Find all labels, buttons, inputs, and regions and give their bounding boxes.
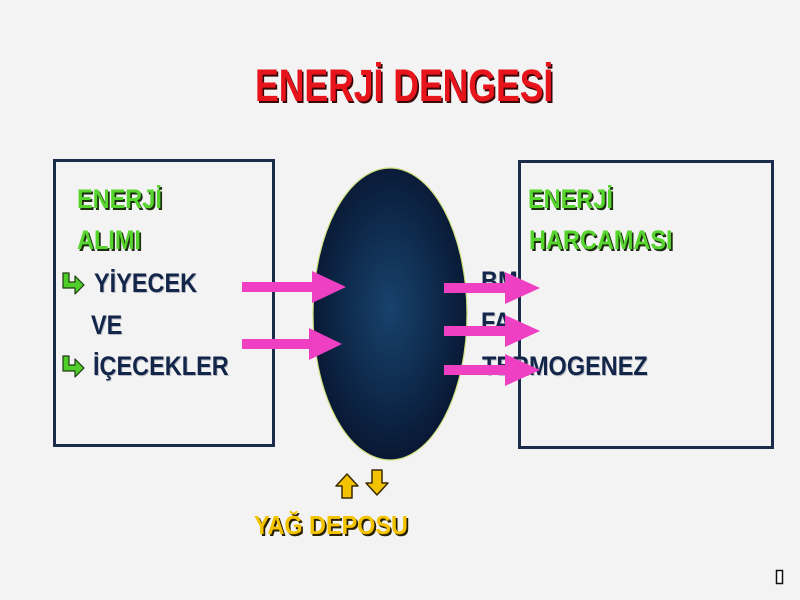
intake-arrow [242,328,342,360]
fat-storage-label: YAĞ DEPOSU [254,510,408,540]
energy-expenditure-box [518,160,774,449]
energy-intake-box [53,159,275,447]
expenditure-arrow [444,315,540,347]
intake-heading-line2: ALIMI [77,225,141,255]
intake-arrow [242,271,346,303]
slide-nav-icon[interactable] [775,569,784,585]
slide-title: ENERJİ DENGESİ [255,60,554,111]
intake-item-drinks: İÇECEKLER [93,351,229,381]
expenditure-arrow [444,272,540,304]
expenditure-heading-line1: ENERJİ [528,184,613,214]
intake-item-food: YİYECEK [94,268,198,298]
green-hook-arrow-icon [62,272,85,295]
expenditure-arrow [444,354,540,386]
down-arrow-icon [365,469,389,496]
up-arrow-icon [335,473,359,499]
expenditure-heading-line2: HARCAMASI [529,225,673,255]
body-oval [312,167,468,461]
intake-heading-line1: ENERJİ [77,184,162,214]
green-hook-arrow-icon [62,355,85,378]
intake-item-and: VE [91,310,123,340]
